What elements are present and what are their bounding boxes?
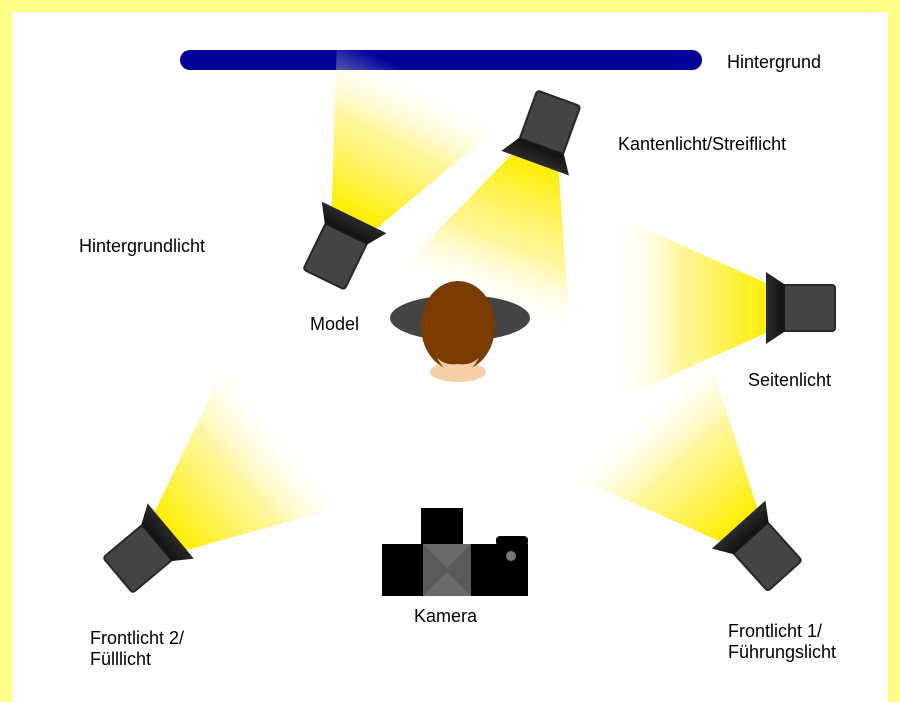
label-frontlicht1: Frontlicht 1/ Führungslicht — [728, 621, 836, 663]
camera-icon — [382, 508, 528, 596]
label-hintergrund: Hintergrund — [727, 52, 822, 72]
label-seitenlicht: Seitenlicht — [748, 370, 832, 390]
label-hintergrundlicht: Hintergrundlicht — [79, 236, 206, 256]
label-kamera: Kamera — [414, 606, 478, 626]
label-frontlicht2: Frontlicht 2/ Fülllicht — [90, 628, 184, 670]
label-kantenlicht: Kantenlicht/Streiflicht — [618, 134, 787, 154]
spotlight-frontlicht2 — [55, 356, 353, 650]
model-head-icon — [390, 281, 530, 382]
label-frontlicht2-line1: Frontlicht 2/ — [90, 628, 185, 648]
label-frontlicht2-line2: Fülllicht — [90, 649, 152, 669]
label-frontlicht1-line2: Führungslicht — [728, 642, 837, 662]
label-frontlicht1-line1: Frontlicht 1/ — [728, 621, 823, 641]
label-model: Model — [310, 314, 360, 334]
